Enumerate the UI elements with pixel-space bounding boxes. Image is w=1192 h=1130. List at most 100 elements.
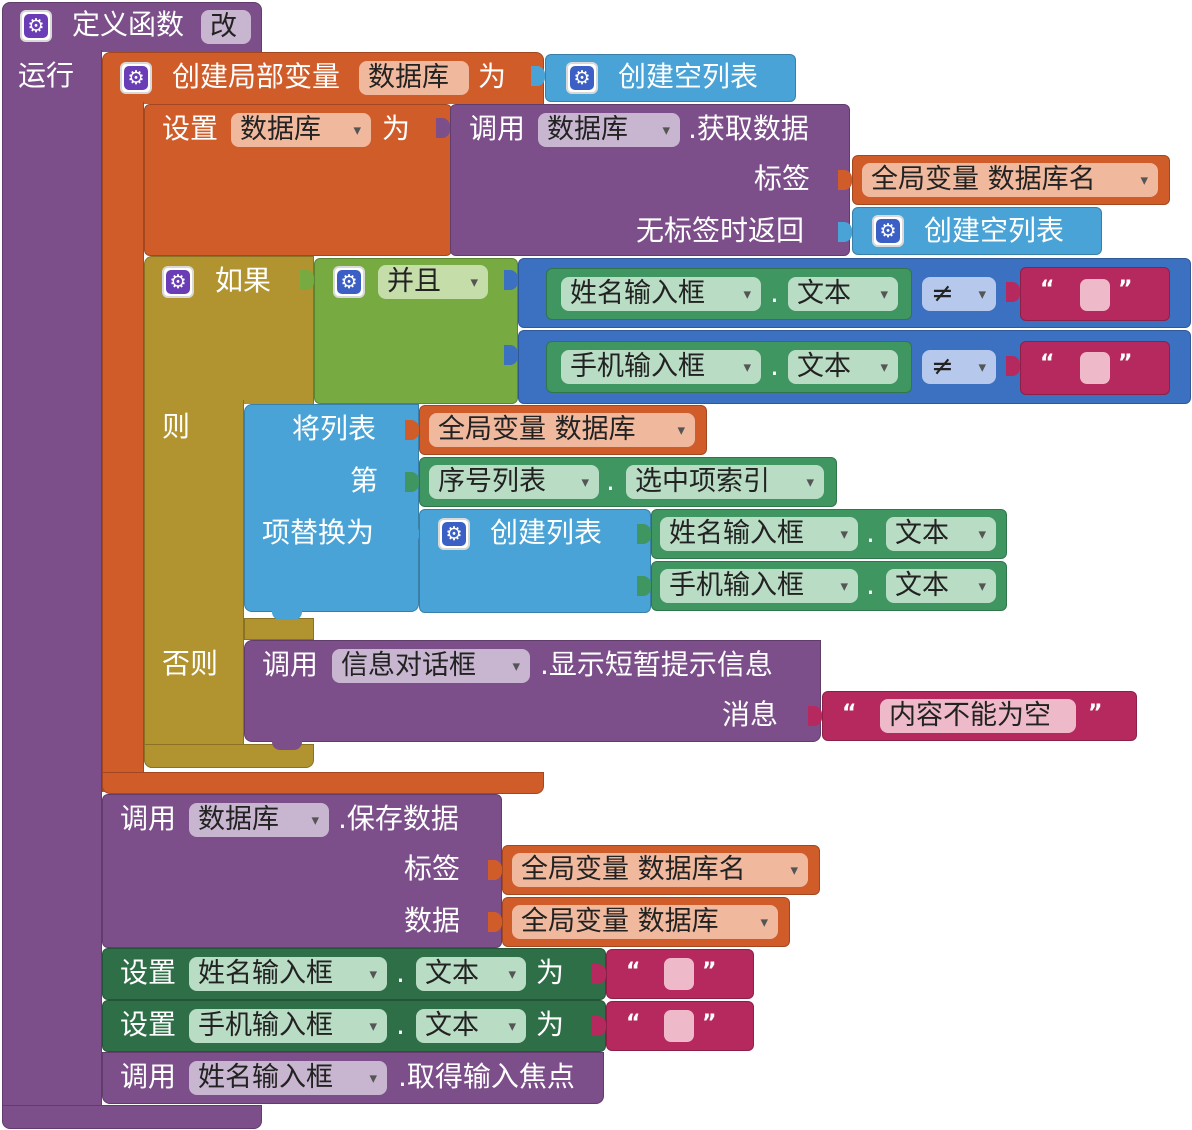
replace-list-socket bbox=[405, 420, 419, 440]
procedure-gear-icon[interactable]: ⚙ bbox=[20, 10, 52, 42]
alert-component-dropdown[interactable]: 信息对话框▾ bbox=[332, 649, 530, 683]
and-socket-b bbox=[504, 345, 518, 365]
dropdown-arrow-icon: ▾ bbox=[369, 1017, 377, 1035]
item1-prop-dropdown[interactable]: 文本▾ bbox=[886, 517, 996, 551]
replace-with-socket bbox=[405, 524, 419, 544]
db-getvalue-call-label: 调用 bbox=[469, 112, 526, 145]
global-db-dropdown-1[interactable]: 全局变量 数据库▾ bbox=[429, 413, 695, 447]
cond1-prop-dropdown[interactable]: 文本▾ bbox=[788, 277, 898, 311]
alert-message-socket bbox=[808, 706, 822, 726]
dropdown-arrow-icon: ▾ bbox=[508, 965, 516, 983]
create-empty-list-gear-icon-2[interactable]: ⚙ bbox=[872, 215, 904, 247]
clear2-prop-dropdown[interactable]: 文本▾ bbox=[416, 1009, 526, 1043]
dropdown-arrow-icon: ▾ bbox=[508, 1017, 516, 1035]
dropdown-arrow-icon: ▾ bbox=[470, 273, 478, 291]
db-getvalue-default-label: 无标签时返回 bbox=[636, 214, 805, 247]
store-component-dropdown[interactable]: 数据库▾ bbox=[189, 803, 329, 837]
cond2-quote-right: ” bbox=[1118, 351, 1133, 376]
cond1-quote-right: ” bbox=[1118, 277, 1133, 302]
clear2-component-dropdown[interactable]: 手机输入框▾ bbox=[189, 1009, 387, 1043]
store-tag-label: 标签 bbox=[404, 852, 461, 885]
dropdown-arrow-icon: ▾ bbox=[880, 285, 888, 303]
then-label: 则 bbox=[162, 410, 191, 443]
dropdown-arrow-icon: ▾ bbox=[677, 421, 685, 439]
db-getvalue-component-dropdown[interactable]: 数据库▾ bbox=[538, 113, 680, 147]
replace-list-label: 将列表 bbox=[292, 412, 377, 445]
if-condition-socket bbox=[300, 270, 314, 290]
dropdown-arrow-icon: ▾ bbox=[1140, 171, 1148, 189]
dropdown-arrow-icon: ▾ bbox=[806, 473, 814, 491]
focus-component-dropdown[interactable]: 姓名输入框▾ bbox=[189, 1061, 387, 1095]
make-list-socket-2 bbox=[637, 576, 651, 596]
local-variable-block[interactable] bbox=[102, 52, 544, 104]
set-db-var-dropdown[interactable]: 数据库▾ bbox=[231, 113, 371, 147]
alert-next-notch bbox=[272, 740, 302, 750]
clear1-quote-left: “ bbox=[626, 959, 641, 984]
dropdown-arrow-icon: ▾ bbox=[311, 811, 319, 829]
cond2-right-socket bbox=[1006, 356, 1020, 376]
alert-call-label: 调用 bbox=[262, 648, 319, 681]
message-text-field[interactable]: 内容不能为空 bbox=[880, 699, 1076, 733]
alert-message-label: 消息 bbox=[722, 698, 779, 731]
local-var-gear-icon[interactable]: ⚙ bbox=[120, 62, 152, 94]
cond1-component-dropdown[interactable]: 姓名输入框▾ bbox=[561, 277, 761, 311]
store-data-label: 数据 bbox=[404, 904, 461, 937]
local-var-name-field[interactable]: 数据库 bbox=[359, 61, 469, 95]
procedure-bottom bbox=[2, 1105, 262, 1129]
index-prop-dropdown[interactable]: 选中项索引▾ bbox=[626, 465, 824, 499]
cond1-operator-dropdown[interactable]: ≠▾ bbox=[922, 277, 996, 311]
clear1-component-dropdown[interactable]: 姓名输入框▾ bbox=[189, 957, 387, 991]
index-dot: . bbox=[606, 464, 615, 497]
create-empty-list-gear-icon[interactable]: ⚙ bbox=[566, 62, 598, 94]
clear1-socket bbox=[592, 964, 606, 984]
dropdown-arrow-icon: ▾ bbox=[978, 358, 986, 376]
cond2-operator-dropdown[interactable]: ≠▾ bbox=[922, 350, 996, 384]
local-var-socket bbox=[531, 66, 545, 86]
and-operator-dropdown[interactable]: 并且▾ bbox=[378, 265, 488, 299]
make-list-gear-icon[interactable]: ⚙ bbox=[438, 518, 470, 550]
dropdown-arrow-icon: ▾ bbox=[369, 1069, 377, 1087]
procedure-body-rail bbox=[2, 50, 102, 1128]
clear1-quote-right: ” bbox=[702, 959, 717, 984]
db-getvalue-tag-socket bbox=[838, 170, 852, 190]
if-gear-icon[interactable]: ⚙ bbox=[162, 266, 194, 298]
clear1-dot: . bbox=[396, 956, 405, 989]
local-variable-bottom bbox=[102, 772, 544, 794]
make-list-socket-1 bbox=[637, 524, 651, 544]
dropdown-arrow-icon: ▾ bbox=[790, 861, 798, 879]
if-rail bbox=[144, 400, 244, 768]
procedure-define-label: 定义函数 bbox=[72, 8, 185, 41]
replace-list-item-block[interactable] bbox=[244, 404, 419, 612]
item2-component-dropdown[interactable]: 手机输入框▾ bbox=[660, 569, 858, 603]
local-var-as-label: 为 bbox=[478, 60, 507, 93]
and-gear-icon[interactable]: ⚙ bbox=[333, 266, 365, 298]
clear1-set-label: 设置 bbox=[120, 956, 177, 989]
clear1-empty-string-field[interactable] bbox=[664, 958, 694, 990]
else-label: 否则 bbox=[162, 647, 219, 680]
procedure-name-field[interactable]: 改 bbox=[201, 10, 251, 44]
index-component-dropdown[interactable]: 序号列表▾ bbox=[429, 465, 599, 499]
focus-call-label: 调用 bbox=[120, 1060, 177, 1093]
dropdown-arrow-icon: ▾ bbox=[353, 121, 361, 139]
dropdown-arrow-icon: ▾ bbox=[743, 285, 751, 303]
local-variable-rail bbox=[102, 102, 144, 792]
global-dbname-dropdown-2[interactable]: 全局变量 数据库名▾ bbox=[512, 853, 808, 887]
item2-prop-dropdown[interactable]: 文本▾ bbox=[886, 569, 996, 603]
local-var-label: 创建局部变量 bbox=[172, 60, 341, 93]
item1-component-dropdown[interactable]: 姓名输入框▾ bbox=[660, 517, 858, 551]
clear2-empty-string-field[interactable] bbox=[664, 1010, 694, 1042]
clear2-quote-right: ” bbox=[702, 1011, 717, 1036]
cond1-empty-string-field[interactable] bbox=[1080, 279, 1110, 311]
global-db-dropdown-2[interactable]: 全局变量 数据库▾ bbox=[512, 905, 778, 939]
global-dbname-dropdown-1[interactable]: 全局变量 数据库名▾ bbox=[862, 163, 1158, 197]
cond2-empty-string-field[interactable] bbox=[1080, 352, 1110, 384]
clear2-set-label: 设置 bbox=[120, 1008, 177, 1041]
create-empty-list-label: 创建空列表 bbox=[618, 60, 759, 93]
cond2-component-dropdown[interactable]: 手机输入框▾ bbox=[561, 350, 761, 384]
clear2-socket bbox=[592, 1016, 606, 1036]
dropdown-arrow-icon: ▾ bbox=[978, 525, 986, 543]
clear1-prop-dropdown[interactable]: 文本▾ bbox=[416, 957, 526, 991]
cond2-prop-dropdown[interactable]: 文本▾ bbox=[788, 350, 898, 384]
alert-method-label: .显示短暂提示信息 bbox=[540, 648, 773, 681]
dropdown-arrow-icon: ▾ bbox=[369, 965, 377, 983]
